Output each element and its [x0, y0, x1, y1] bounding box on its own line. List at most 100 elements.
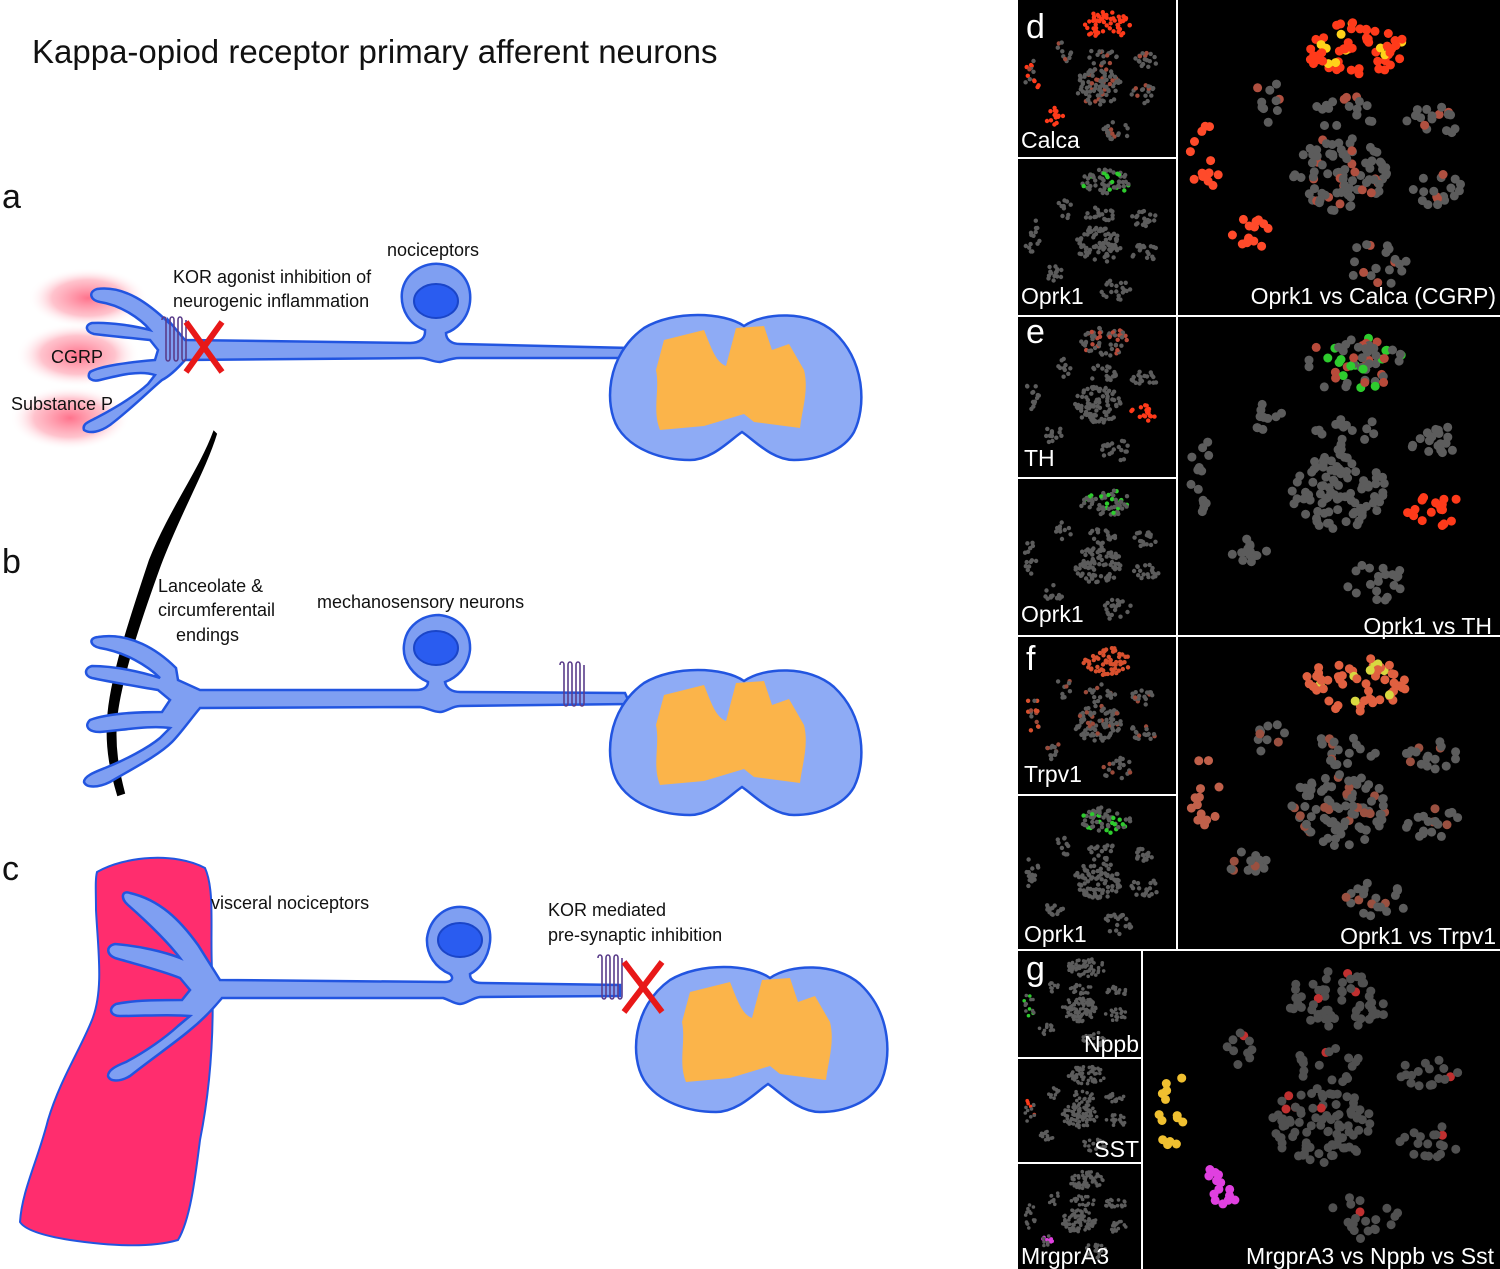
tsne-cell [1137, 414, 1143, 419]
tsne-cell [1112, 18, 1117, 23]
tsne-cell [1068, 1119, 1073, 1123]
tsne-cell [1127, 23, 1132, 28]
tsne-cell [1064, 841, 1069, 847]
tsne-cell [1120, 666, 1126, 672]
tsne-cell [1084, 868, 1090, 873]
tsne-cell [1291, 993, 1301, 1003]
tsne-cell [1077, 723, 1082, 728]
tsne-cell [1103, 237, 1109, 242]
tsne-cell [1105, 884, 1111, 890]
tsne-cell [1083, 1208, 1088, 1212]
tsne-cell [1080, 873, 1085, 878]
tsne-cell [1427, 111, 1437, 121]
tsne-cell [1081, 714, 1086, 719]
tsne-cell [1416, 759, 1426, 769]
tsne-cell [1382, 1203, 1392, 1213]
tsne-cell [1370, 26, 1380, 36]
tsne-cell [1136, 372, 1141, 378]
tsne-cell [1117, 931, 1122, 937]
tsne-cell [1080, 1197, 1085, 1202]
tsne-cell [1107, 365, 1112, 370]
tsne-cell [1137, 248, 1143, 253]
tsne-cell [1422, 104, 1432, 114]
tsne-cell [1104, 828, 1109, 833]
tsne-cell [1042, 1243, 1046, 1248]
tsne-cell [1061, 356, 1066, 362]
tsne-cell [1101, 1178, 1105, 1183]
tsne-cell [1096, 419, 1102, 424]
tsne-cell [1092, 968, 1096, 973]
tsne-cell [1030, 390, 1035, 395]
tsne-cell [1052, 903, 1057, 908]
tsne-cell [1346, 192, 1355, 202]
tsne-cell [1351, 1006, 1361, 1016]
tsne-cell [1078, 1067, 1082, 1071]
tsne-cell [1105, 822, 1111, 828]
tsne-cell [1235, 1028, 1245, 1038]
tsne-cell [1091, 960, 1095, 964]
tsne-cell [1397, 266, 1407, 276]
tsne-cell [1065, 1117, 1070, 1121]
tsne-cell [1125, 654, 1130, 659]
tsne-cell [1152, 218, 1157, 223]
tsne-cell [1395, 259, 1404, 269]
tsne-cell [1253, 83, 1263, 93]
tsne-cell [1135, 244, 1140, 249]
tsne-cell [1081, 1001, 1085, 1006]
tsne-cell [1110, 1198, 1114, 1203]
tsne-cell [1055, 45, 1061, 50]
tsne-cell [1085, 25, 1090, 31]
tsne-cell [1088, 1094, 1093, 1098]
tsne-cell [1051, 583, 1056, 588]
tsne-cell [1089, 1175, 1094, 1179]
tsne-cell [1411, 747, 1421, 757]
tsne-cell [1049, 433, 1055, 439]
tsne-cell [1064, 1014, 1069, 1019]
tsne-cell [1117, 566, 1122, 572]
tsne-cell [1317, 429, 1327, 439]
lanceolate-text-line1: Lanceolate & [158, 576, 263, 596]
tsne-cell [1111, 231, 1117, 236]
tsne-cell [1088, 864, 1094, 869]
tsne-cell [1059, 520, 1064, 525]
tsne-cell [1087, 505, 1092, 510]
tsne-cell [1057, 365, 1063, 371]
kor-receptor-peripheral [161, 316, 187, 362]
tsne-cell [1091, 365, 1096, 371]
tsne-cell [1311, 804, 1321, 814]
tsne-cell [1451, 754, 1460, 764]
tsne-cell [1427, 827, 1437, 837]
tsne-cell [1329, 205, 1339, 215]
tsne-cell [1453, 1068, 1463, 1078]
tsne-cell [1353, 1020, 1363, 1030]
tsne-cell [1344, 748, 1354, 758]
tsne-cell [1117, 765, 1123, 771]
tsne-cell [1109, 346, 1115, 352]
tsne-cell [1325, 149, 1335, 159]
tsne-cell [1107, 761, 1112, 767]
tsne-cell [1120, 652, 1125, 657]
tsne-cell [1087, 229, 1092, 234]
tsne-cell [1110, 1018, 1115, 1022]
tsne-cell [1193, 465, 1203, 475]
tsne-cell [1111, 815, 1116, 821]
tsne-cell [1099, 1243, 1104, 1248]
tsne-cell [1354, 1125, 1364, 1135]
tsne-cell [1082, 881, 1087, 886]
tsne-cell [1096, 806, 1101, 811]
tsne-cell [1317, 739, 1327, 749]
tsne-cell [1343, 473, 1353, 483]
tsne-cell [1098, 98, 1104, 103]
tsne-cell [1086, 706, 1091, 711]
tsne-cell [1096, 882, 1101, 887]
tsne-panels: d Calca Oprk1 Oprk1 vs Calca (CGRP) e TH… [1018, 0, 1500, 1269]
tsne-cell [1066, 998, 1071, 1002]
tsne-cell [1357, 1115, 1367, 1125]
tsne-cell [1035, 863, 1041, 868]
tsne-cell [1124, 916, 1129, 922]
tsne-cell [1026, 870, 1032, 875]
tsne-cell [1094, 876, 1099, 881]
tsne-cell [1109, 497, 1115, 502]
tsne-cell [1125, 443, 1130, 448]
tsne-cell [1114, 928, 1119, 933]
